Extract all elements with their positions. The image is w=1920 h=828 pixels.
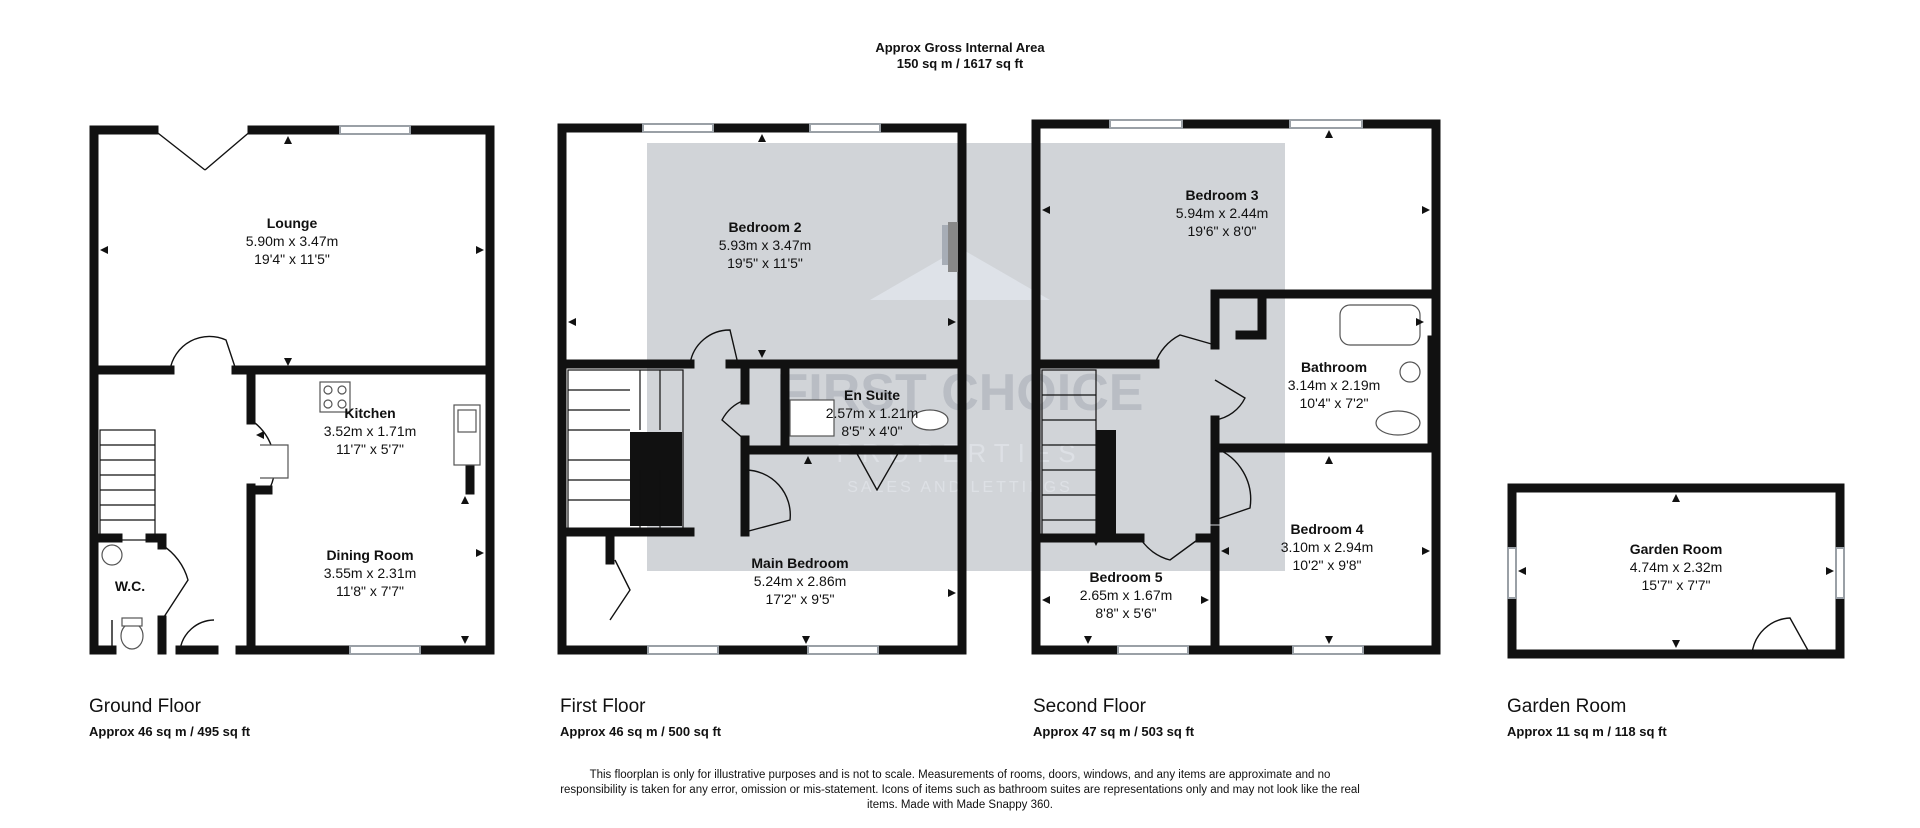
second-floor-name: Second Floor (1033, 696, 1147, 717)
first-floor-stair-core (630, 432, 682, 526)
bedroom4-imperial: 10'2" x 9'8" (1293, 557, 1362, 573)
bath-icon (1339, 304, 1421, 346)
radiator-icon (948, 222, 958, 272)
door-swings (111, 129, 1811, 655)
garden-room-floor-name: Garden Room (1507, 696, 1627, 717)
dining-metric: 3.55m x 2.31m (324, 565, 417, 581)
bathroom-cabinet (1430, 360, 1438, 430)
gross-area-title: Approx Gross Internal Area (875, 40, 1045, 55)
first-floor-area: Approx 46 sq m / 500 sq ft (560, 724, 722, 739)
bedroom2-imperial: 19'5" x 11'5" (727, 255, 803, 271)
bathroom-name: Bathroom (1301, 359, 1367, 375)
fixtures (101, 222, 1421, 650)
kitchen-imperial: 11'7" x 5'7" (336, 441, 404, 457)
ensuite-toilet-icon (911, 409, 949, 431)
appliance-icon (260, 444, 289, 479)
garden-room-floor-area: Approx 11 sq m / 118 sq ft (1507, 724, 1667, 739)
second-floor-area: Approx 47 sq m / 503 sq ft (1033, 724, 1195, 739)
bathroom-basin-icon (1399, 361, 1421, 383)
ground-floor-name: Ground Floor (89, 696, 201, 717)
ground-floor-area: Approx 46 sq m / 495 sq ft (89, 724, 251, 739)
bedroom3-metric: 5.94m x 2.44m (1176, 205, 1269, 221)
room-labels: Lounge 5.90m x 3.47m 19'4" x 11'5" Kitch… (115, 187, 1722, 621)
gross-area-value: 150 sq m / 1617 sq ft (896, 56, 1024, 71)
dining-name: Dining Room (326, 547, 413, 563)
bedroom4-metric: 3.10m x 2.94m (1281, 539, 1374, 555)
bathroom-toilet-icon (1375, 410, 1421, 436)
lounge-imperial: 19'4" x 11'5" (254, 251, 330, 267)
ground-floor-walls (89, 125, 495, 655)
ensuite-metric: 2.57m x 1.21m (826, 405, 919, 421)
garden-room-imperial: 15'7" x 7'7" (1642, 577, 1711, 593)
first-floor-name: First Floor (560, 696, 646, 717)
dining-imperial: 11'8" x 7'7" (336, 583, 404, 599)
kitchen-metric: 3.52m x 1.71m (324, 423, 417, 439)
bedroom3-name: Bedroom 3 (1185, 187, 1258, 203)
garden-room-walls (1507, 483, 1845, 659)
bedroom5-metric: 2.65m x 1.67m (1080, 587, 1173, 603)
wc-toilet-icon (120, 622, 144, 650)
bedroom5-name: Bedroom 5 (1089, 569, 1162, 585)
main-bedroom-name: Main Bedroom (751, 555, 848, 571)
stair-treads (99, 369, 1097, 541)
bedroom3-imperial: 19'6" x 8'0" (1188, 223, 1257, 239)
bathroom-metric: 3.14m x 2.19m (1288, 377, 1381, 393)
bedroom4-name: Bedroom 4 (1290, 521, 1363, 537)
first-floor-walls (557, 123, 967, 655)
kitchen-name: Kitchen (344, 405, 395, 421)
second-floor-stair-core (1096, 430, 1116, 540)
lounge-name: Lounge (267, 215, 318, 231)
bathroom-imperial: 10'4" x 7'2" (1300, 395, 1369, 411)
bedroom2-name: Bedroom 2 (728, 219, 801, 235)
ensuite-name: En Suite (844, 387, 900, 403)
lounge-metric: 5.90m x 3.47m (246, 233, 339, 249)
garden-room-metric: 4.74m x 2.32m (1630, 559, 1723, 575)
dimension-arrows (100, 130, 1834, 648)
wc-name: W.C. (115, 578, 145, 594)
garden-room-name: Garden Room (1630, 541, 1723, 557)
bedroom5-imperial: 8'8" x 5'6" (1095, 605, 1156, 621)
windows (339, 119, 1845, 655)
wc-basin-icon (101, 544, 123, 566)
main-bedroom-metric: 5.24m x 2.86m (754, 573, 847, 589)
bedroom2-metric: 5.93m x 3.47m (719, 237, 812, 253)
ensuite-imperial: 8'5" x 4'0" (841, 423, 902, 439)
main-bedroom-imperial: 17'2" x 9'5" (766, 591, 835, 607)
disclaimer-text: This floorplan is only for illustrative … (560, 769, 1360, 811)
ensuite-shower-icon (789, 399, 835, 437)
